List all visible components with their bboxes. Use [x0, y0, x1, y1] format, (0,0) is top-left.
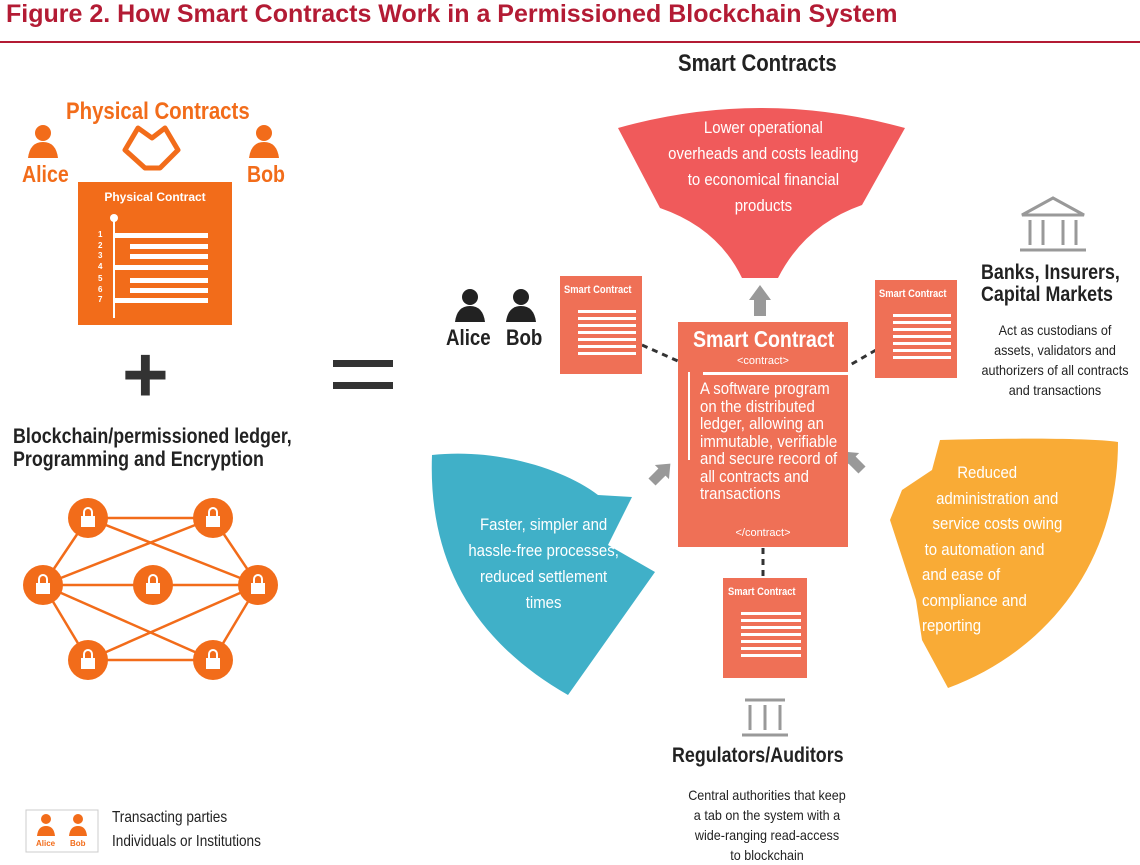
physical-contract-title: Physical Contract [104, 190, 206, 204]
equals-sign [333, 360, 393, 367]
alice-label: Alice [22, 161, 69, 187]
bob-label: Bob [247, 161, 286, 187]
lock-icon [133, 565, 173, 605]
connector-lines [641, 343, 877, 578]
top-petal [618, 108, 905, 278]
banks-title: Banks, Insurers,Capital Markets [981, 261, 1120, 306]
center-card-title: Smart Contract [693, 326, 835, 352]
person-icon [28, 125, 58, 158]
alice-label-right: Alice [446, 325, 491, 350]
person-icon [506, 289, 536, 322]
smart-contract-card-left: Smart Contract [560, 276, 642, 374]
smart-contracts-heading: Smart Contracts [678, 50, 837, 77]
network-edges [41, 516, 260, 662]
arrow-up-icon [749, 285, 771, 316]
smart-contract-center-card: Smart Contract <contract> A software pro… [678, 322, 848, 547]
bob-label-right: Bob [506, 325, 543, 350]
smart-contract-card-right: Smart Contract [875, 280, 957, 378]
plus-sign: + [122, 330, 169, 419]
legend-bob: Bob [70, 839, 86, 848]
center-card-body: A software program on the distributed le… [700, 379, 838, 503]
arrow-down-left-icon [648, 463, 671, 486]
bank-building-icon [1020, 196, 1086, 252]
lock-icon [193, 498, 233, 538]
physical-contracts-heading: Physical Contracts [66, 98, 250, 125]
lock-icon [193, 640, 233, 680]
lock-icon [238, 565, 278, 605]
blockchain-caption: Blockchain/permissioned ledger,Programmi… [13, 425, 292, 471]
network-lock-nodes [23, 498, 278, 680]
left-petal [431, 453, 655, 695]
legend-line2: Individuals or Institutions [112, 833, 261, 850]
lock-icon [68, 640, 108, 680]
person-icon [249, 125, 279, 158]
lock-icon [68, 498, 108, 538]
legend-alice: Alice [36, 839, 56, 848]
legend-line1: Transacting parties [112, 809, 228, 826]
title-rule [0, 41, 1140, 43]
regulators-title: Regulators/Auditors [672, 744, 844, 767]
right-petal [890, 438, 1118, 688]
regulator-building-icon [742, 698, 788, 737]
legend-box [25, 809, 99, 853]
close-tag: </contract> [735, 527, 791, 539]
figure-title: Figure 2. How Smart Contracts Work in a … [6, 0, 898, 28]
person-icon [455, 289, 485, 322]
smart-contract-card-bottom: Smart Contract [723, 578, 807, 678]
open-tag: <contract> [737, 355, 789, 367]
handshake-icon [122, 125, 181, 171]
lock-icon [23, 565, 63, 605]
